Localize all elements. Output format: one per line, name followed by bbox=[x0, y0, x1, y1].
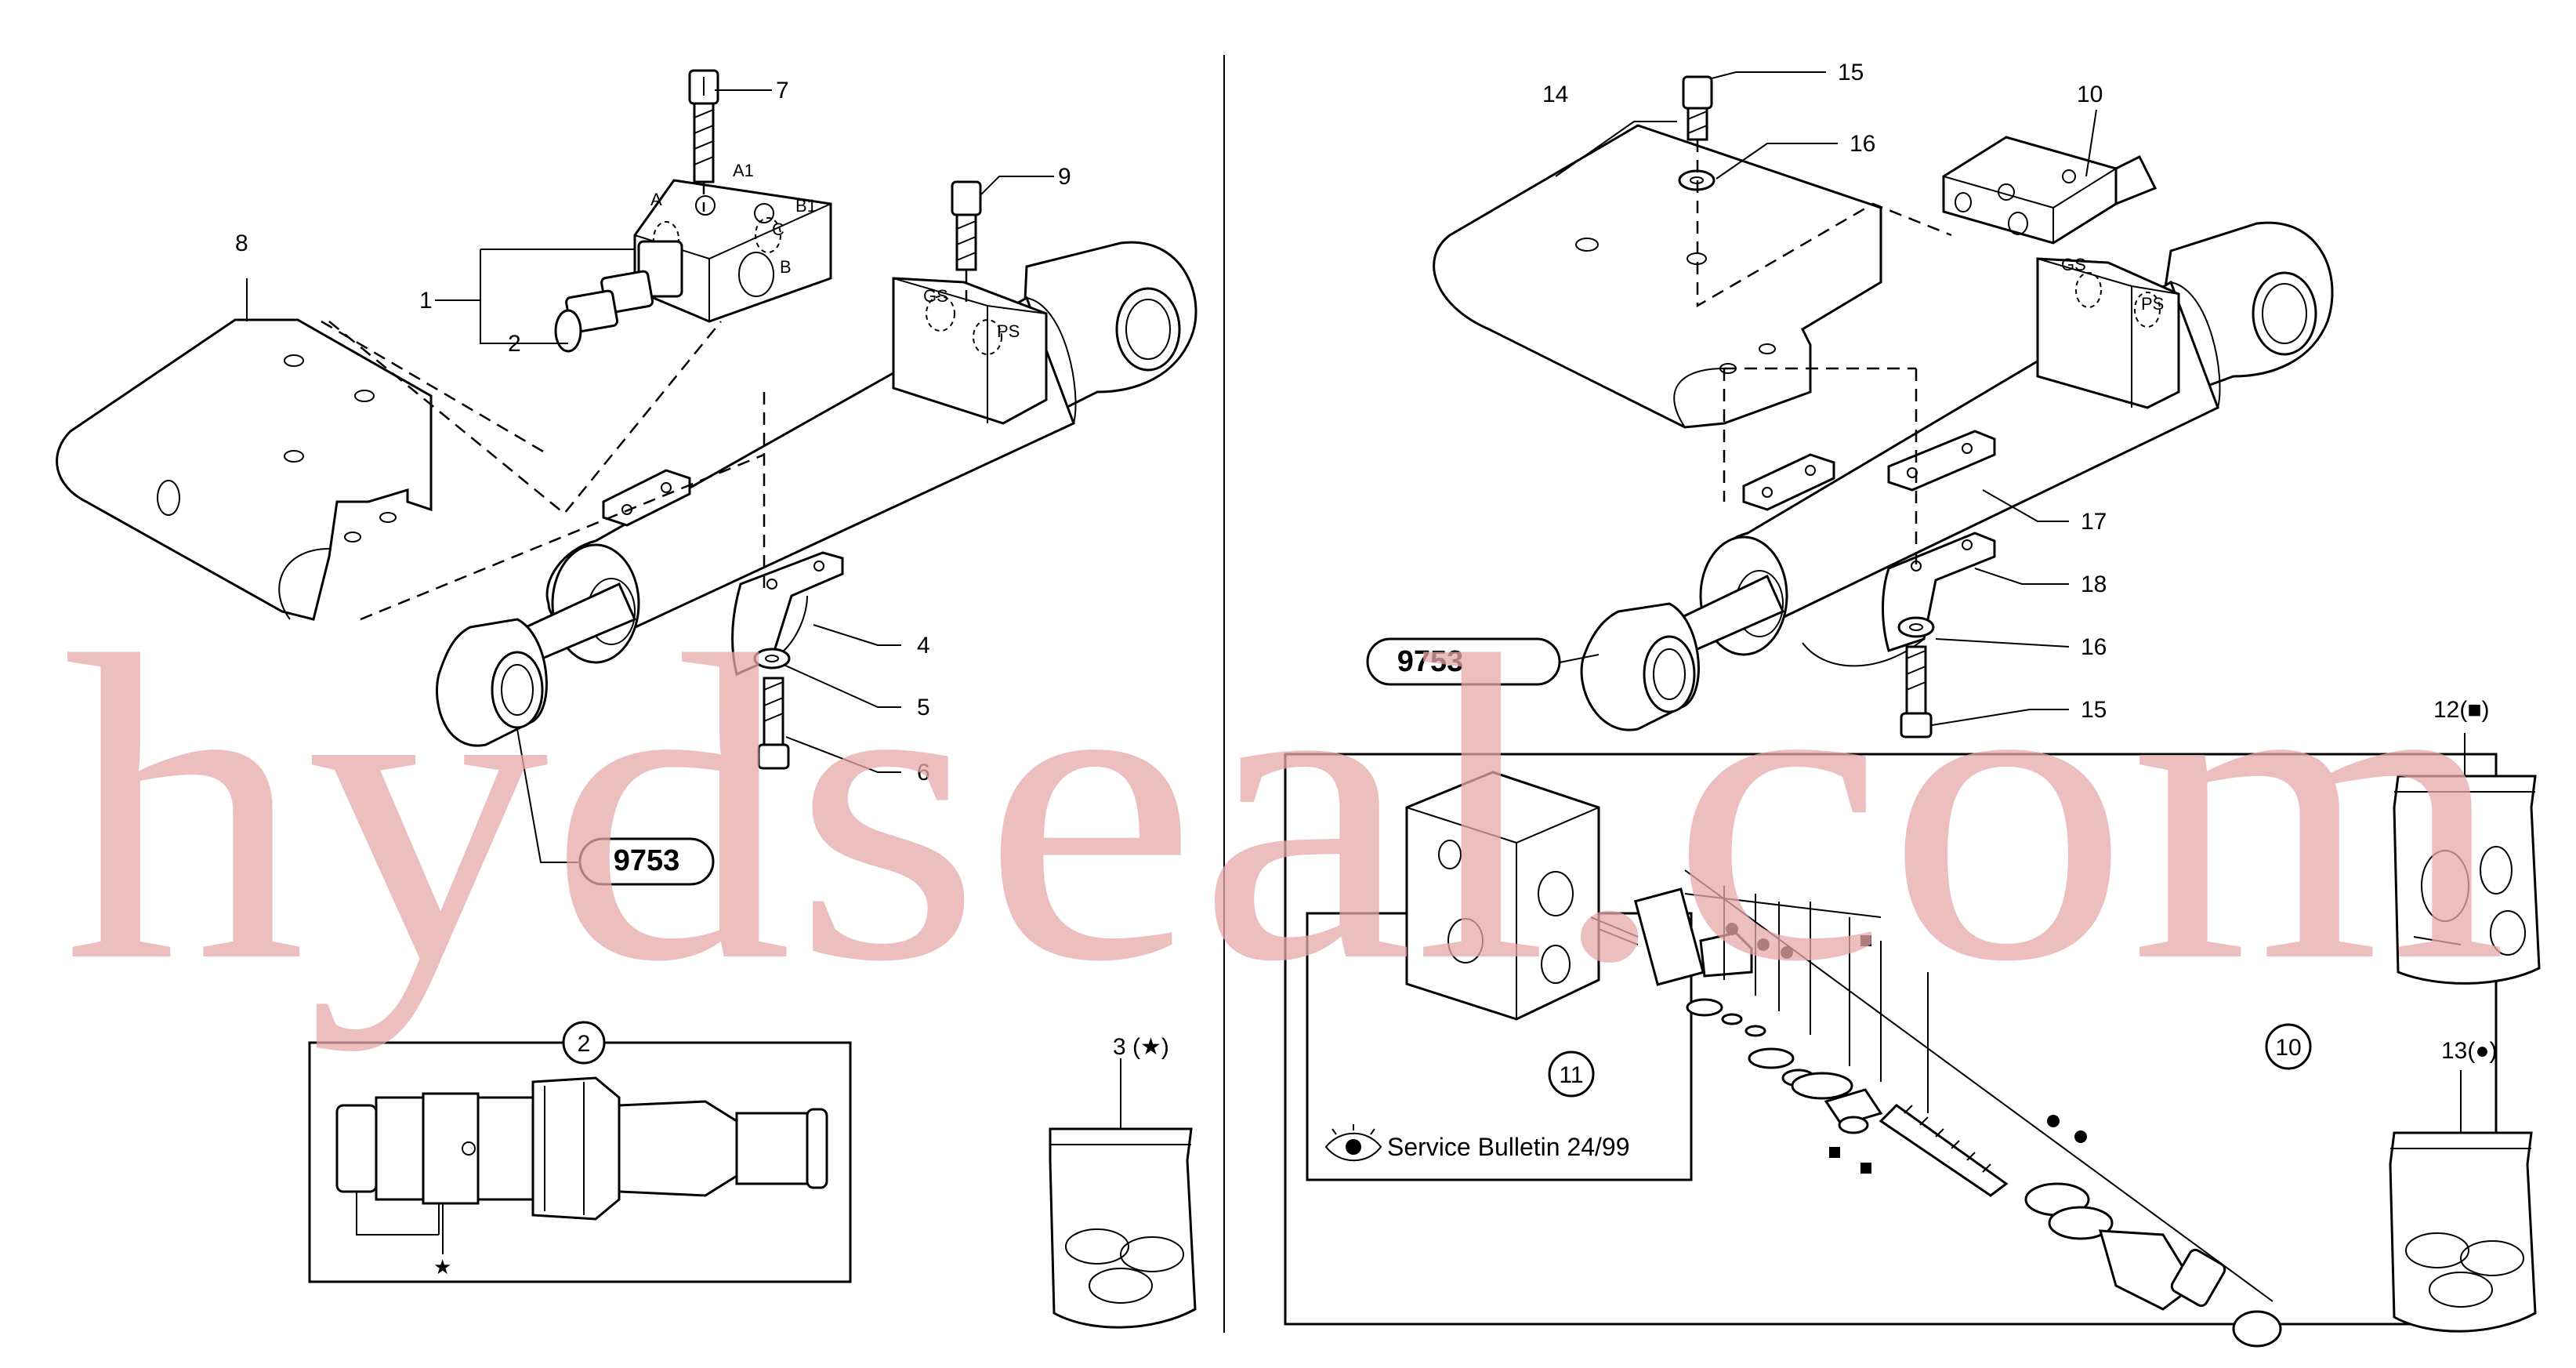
port-c: C bbox=[772, 220, 784, 239]
detail-circle-10: 10 bbox=[2275, 1035, 2301, 1061]
callout-15-bottom: 15 bbox=[2081, 697, 2107, 723]
right-cover-plate-14 bbox=[1433, 124, 1882, 429]
right-valve-block-10 bbox=[1942, 136, 2158, 245]
left-cover-plate bbox=[56, 318, 433, 621]
right-upper-clamp bbox=[1742, 453, 1835, 511]
callout-13: 13(●) bbox=[2441, 1038, 2497, 1064]
right-washer-16-bottom bbox=[1897, 616, 1935, 638]
port-gs-right: GS bbox=[2061, 255, 2086, 274]
left-cylinder bbox=[436, 241, 1197, 747]
left-lower-clamp-4 bbox=[731, 551, 844, 677]
star-icon: ★ bbox=[433, 1255, 451, 1279]
callout-4: 4 bbox=[917, 633, 930, 659]
left-kit-badge: 9753 bbox=[578, 837, 715, 886]
detail-circle-2: 2 bbox=[578, 1031, 591, 1057]
right-kit-number: 9753 bbox=[1397, 645, 1464, 678]
exploded-detail-box: 11 10 Service Bulletin 24/99 bbox=[1284, 753, 2498, 1348]
callout-3: 3 (★) bbox=[1113, 1034, 1169, 1060]
callout-7: 7 bbox=[776, 78, 789, 103]
callout-2: 2 bbox=[508, 331, 521, 357]
port-ps-right: PS bbox=[2141, 294, 2164, 314]
left-bolt-6 bbox=[757, 677, 790, 770]
port-b: B bbox=[780, 257, 792, 277]
seal-kit-bag-12 bbox=[2393, 733, 2541, 985]
callout-5: 5 bbox=[917, 695, 930, 720]
callout-10: 10 bbox=[2077, 82, 2103, 107]
seal-kit-bag-13 bbox=[2389, 1070, 2537, 1333]
left-bolt-7 bbox=[688, 69, 719, 183]
callout-14: 14 bbox=[1542, 82, 1568, 107]
left-kit-number: 9753 bbox=[614, 844, 680, 877]
eye-icon bbox=[1324, 1124, 1382, 1162]
left-bolt-9 bbox=[951, 180, 982, 271]
port-ps-left: PS bbox=[997, 321, 1020, 341]
left-relief-cartridge bbox=[554, 240, 683, 353]
right-leaders bbox=[1555, 71, 2097, 726]
port-a1: A1 bbox=[733, 161, 754, 180]
square-marker-icon bbox=[1860, 935, 1871, 946]
seal-kit-bag-3 bbox=[1049, 1058, 1197, 1329]
port-a: A bbox=[650, 190, 662, 209]
port-gs-left: GS bbox=[923, 286, 948, 306]
callout-16-bottom: 16 bbox=[2081, 634, 2107, 660]
right-bolt-15-top bbox=[1682, 75, 1713, 141]
left-dash-lines bbox=[321, 182, 968, 621]
callout-15-top: 15 bbox=[1838, 60, 1864, 85]
left-washer-5 bbox=[753, 648, 791, 669]
callout-17: 17 bbox=[2081, 509, 2107, 535]
callout-12: 12(■) bbox=[2433, 697, 2489, 723]
right-bolt-15-bottom bbox=[1900, 645, 1933, 738]
detail-circle-11: 11 bbox=[1559, 1062, 1583, 1088]
port-b1: B1 bbox=[795, 196, 817, 216]
callout-18: 18 bbox=[2081, 572, 2107, 597]
callout-8: 8 bbox=[235, 230, 248, 256]
right-kit-badge: 9753 bbox=[1366, 637, 1561, 686]
callout-9: 9 bbox=[1058, 164, 1071, 190]
callout-1: 1 bbox=[419, 288, 433, 314]
service-bulletin-text: Service Bulletin 24/99 bbox=[1387, 1133, 1630, 1161]
left-leaders bbox=[246, 89, 1054, 863]
detail-box-2: 2 ★ bbox=[308, 1021, 852, 1283]
watermark-text: hydseal.com bbox=[63, 566, 2508, 1053]
callout-16-top: 16 bbox=[1850, 131, 1875, 157]
callout-6: 6 bbox=[917, 760, 930, 786]
left-valve-block bbox=[633, 179, 832, 323]
right-dash-lines bbox=[1696, 140, 1952, 564]
